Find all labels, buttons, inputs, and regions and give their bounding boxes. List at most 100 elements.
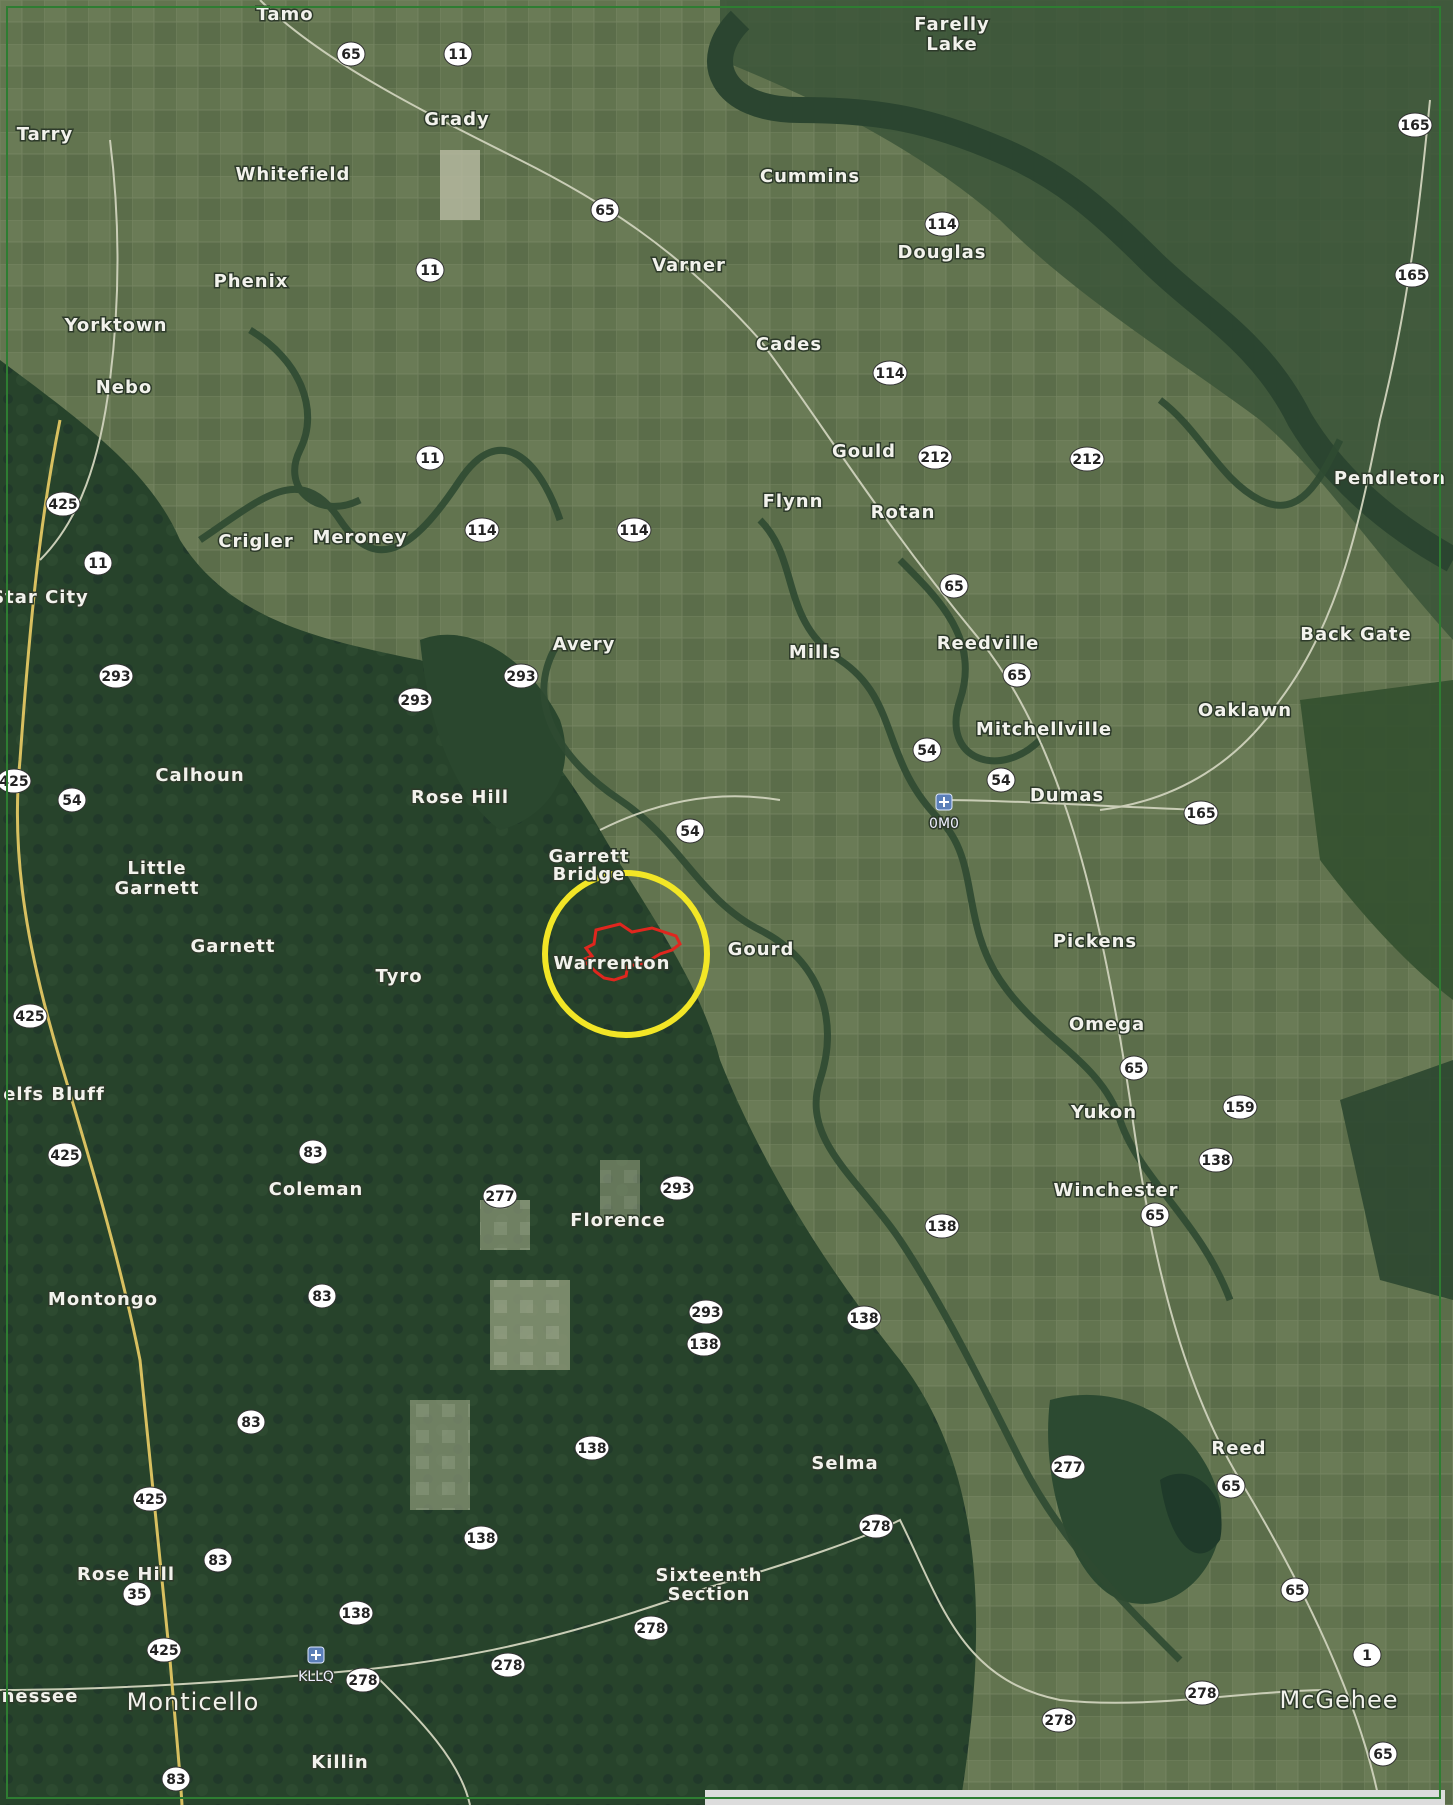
property-parcel-outline[interactable] [578, 922, 682, 982]
route-shield: 425 [0, 768, 32, 794]
route-shield-number: 277 [1053, 1460, 1082, 1476]
route-shield-badge [1216, 1473, 1246, 1499]
place-label: Garrett [548, 846, 629, 867]
place-label: Cummins [760, 166, 860, 187]
place-label: Garnett [114, 878, 199, 899]
place-label: Flynn [763, 491, 824, 512]
route-shield: 114 [924, 211, 960, 237]
clearing [440, 150, 480, 220]
route-shield-badge [1280, 1577, 1310, 1603]
place-label: Winchester [1054, 1180, 1179, 1201]
route-shield-badge [1069, 446, 1105, 472]
route-shield-number: 65 [1145, 1208, 1164, 1224]
place-label: Killin [311, 1752, 368, 1773]
route-shield-badge [338, 1600, 374, 1626]
route-shield-badge [633, 1615, 669, 1641]
place-label: Meroney [312, 527, 407, 548]
forest-patch [1160, 1473, 1222, 1554]
route-shield-number: 114 [875, 366, 904, 382]
route-shield-badge [122, 1581, 152, 1607]
place-label: Omega [1069, 1014, 1145, 1035]
route-shield-number: 425 [135, 1492, 164, 1508]
route-shield-number: 138 [927, 1219, 956, 1235]
route-shield-badge [298, 1139, 328, 1165]
route-shield-number: 11 [88, 556, 107, 572]
route-shield: 83 [161, 1766, 191, 1792]
area-highlight-circle[interactable] [542, 870, 710, 1038]
place-label: Whitefield [236, 164, 351, 185]
place-label: Pickens [1053, 931, 1137, 952]
forest-area [0, 360, 977, 1805]
route-shield-number: 165 [1186, 806, 1215, 822]
route-shield-badge [912, 737, 942, 763]
route-shield-badge [924, 211, 960, 237]
place-label: Gould [832, 441, 896, 462]
route-shield-number: 138 [849, 1311, 878, 1327]
route-shield-number: 83 [208, 1553, 227, 1569]
route-shield-number: 278 [861, 1519, 890, 1535]
route-shield-number: 138 [689, 1337, 718, 1353]
route-shield: 65 [1002, 662, 1032, 688]
route-shield: 54 [986, 767, 1016, 793]
route-shield-number: 293 [400, 693, 429, 709]
route-shield-badge [415, 445, 445, 471]
place-label: Farelly [914, 14, 990, 35]
route-shield: 277 [482, 1183, 518, 1209]
route-shield-number: 65 [1373, 1747, 1392, 1763]
route-shield-badge [45, 491, 81, 517]
route-shield: 293 [98, 663, 134, 689]
place-label: Calhoun [155, 765, 244, 786]
route-shield: 138 [924, 1213, 960, 1239]
route-shield-number: 425 [48, 497, 77, 513]
place-label: elfs Bluff [3, 1084, 105, 1105]
route-shield: 65 [336, 41, 366, 67]
place-label: Varner [652, 255, 726, 276]
route-shield-number: 83 [166, 1772, 185, 1788]
route-shield-number: 65 [1007, 668, 1026, 684]
place-label: Coleman [269, 1179, 364, 1200]
route-shield: 65 [1140, 1202, 1170, 1228]
route-shield-number: 425 [149, 1643, 178, 1659]
forest-patch [1340, 1060, 1453, 1300]
route-shield: 138 [574, 1435, 610, 1461]
route-shield-number: 165 [1397, 268, 1426, 284]
place-label: Dumas [1030, 785, 1104, 806]
place-label: Mills [789, 642, 841, 663]
route-shield-badge [443, 41, 473, 67]
streams [198, 326, 1344, 1663]
route-shield: 114 [616, 517, 652, 543]
route-shield-number: 138 [341, 1606, 370, 1622]
route-shield: 11 [415, 445, 445, 471]
place-label: Yorktown [63, 315, 167, 336]
route-shield-badge [1397, 112, 1433, 138]
route-shield: 425 [146, 1637, 182, 1663]
route-shield-number: 114 [619, 523, 648, 539]
clearing [480, 1200, 530, 1250]
place-label: McGehee [1279, 1686, 1398, 1714]
route-shield-badge [574, 1435, 610, 1461]
route-shield: 293 [503, 663, 539, 689]
route-shield-badge [872, 360, 908, 386]
route-shield: 65 [1368, 1741, 1398, 1767]
route-shield-number: 278 [1044, 1713, 1073, 1729]
route-shield-badge [463, 1525, 499, 1551]
place-label: Tarry [17, 124, 74, 145]
route-shield-number: 11 [420, 451, 439, 467]
clearing [410, 1400, 470, 1510]
route-shield: 138 [846, 1305, 882, 1331]
airport-marker: 0M0 [928, 793, 960, 834]
route-shield-number: 54 [680, 824, 700, 840]
route-shield-badge [307, 1283, 337, 1309]
place-label: Cades [756, 334, 822, 355]
route-shield-number: 83 [312, 1289, 331, 1305]
place-label: Bridge [553, 864, 626, 885]
place-label: nessee [2, 1686, 79, 1707]
route-shield: 165 [1183, 800, 1219, 826]
place-label: Mitchellville [976, 719, 1112, 740]
route-shield-badge [917, 444, 953, 470]
route-shield-badge [1394, 262, 1430, 288]
route-shield-number: 65 [595, 203, 614, 219]
route-shield: 165 [1394, 262, 1430, 288]
